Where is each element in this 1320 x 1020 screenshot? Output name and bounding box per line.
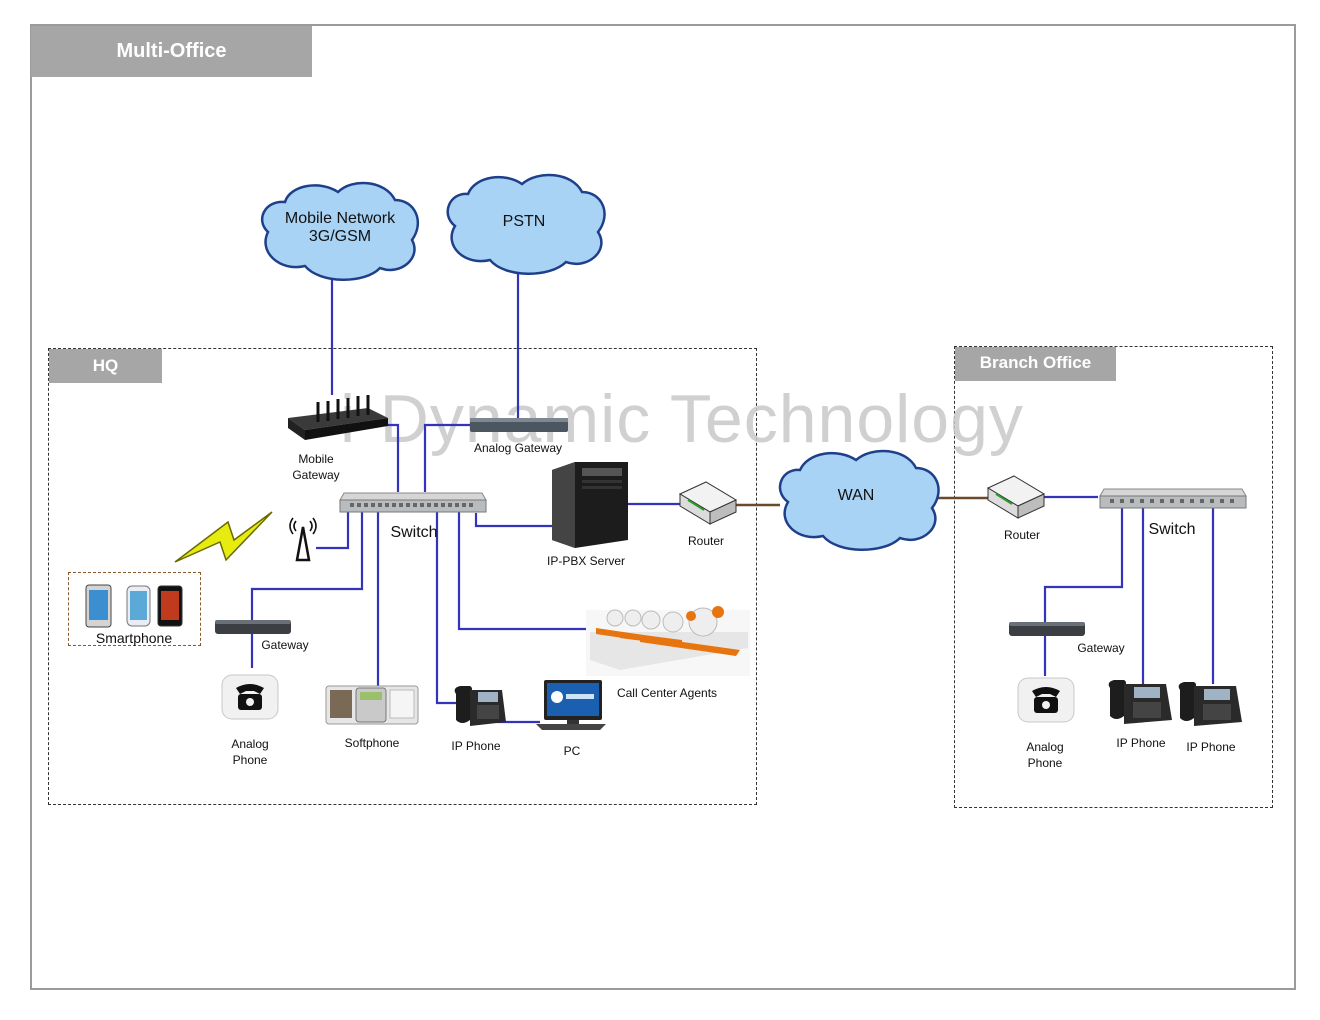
analog-gateway-label: Analog Gateway (473, 441, 563, 455)
mobile-gateway-device (288, 395, 388, 440)
smartphone-group (68, 572, 201, 646)
smartphone-label: Smartphone (95, 630, 173, 646)
branch-zone (954, 346, 1273, 808)
mobile-gateway-label: Mobile Gateway (292, 452, 340, 482)
link-switch-accesspoint (316, 512, 350, 550)
link-mobilegateway-switch (388, 423, 400, 492)
branch-gateway-device (1009, 622, 1085, 636)
wan-links (736, 496, 988, 507)
link-switch-callcenter (457, 512, 588, 631)
branch-router-label: Router (1003, 528, 1041, 542)
smartphones-icon (85, 584, 183, 628)
pc-label: PC (563, 744, 581, 758)
hq-zone-label: HQ (49, 349, 162, 383)
link-switch-ippbx (474, 513, 552, 528)
call-center-agents-label: Call Center Agents (616, 686, 718, 700)
branch-ip-phone-2-icon (1178, 682, 1242, 726)
wireless-access-point-icon (289, 517, 317, 562)
ip-pbx-server-device (552, 462, 628, 548)
branch-analog-phone-label: Analog Phone (1026, 740, 1064, 770)
wan-cloud (778, 449, 940, 551)
branch-router-device (986, 475, 1046, 519)
wan-label: WAN (837, 487, 875, 504)
branch-switch-label: Switch (1148, 521, 1196, 538)
hq-switch-label: Switch (390, 524, 438, 541)
branch-ip-phone-1-label: IP Phone (1116, 736, 1166, 750)
branch-ip-phone-1-icon (1108, 680, 1172, 724)
hq-analog-phone-icon (221, 674, 279, 720)
diagram-title: Multi-Office (31, 26, 312, 77)
softphone-label: Softphone (344, 736, 400, 750)
diagram-frame (30, 24, 1296, 990)
mobile-network-label: Mobile Network 3G/GSM (284, 210, 396, 245)
hq-gateway-label: Gateway (261, 638, 309, 652)
pstn-cloud (446, 173, 606, 275)
hq-gateway-device (215, 620, 291, 634)
link-analoggateway-switch (423, 423, 470, 492)
network-links (250, 266, 1215, 724)
branch-switch-device (1099, 488, 1247, 509)
branch-gateway-label: Gateway (1077, 641, 1125, 655)
pstn-label: PSTN (502, 213, 546, 230)
hq-router-device (678, 481, 738, 525)
hq-switch-device (339, 492, 487, 513)
pc-icon (536, 680, 606, 730)
analog-gateway-device (470, 418, 568, 432)
hq-analog-phone-label: Analog Phone (231, 737, 269, 767)
branch-analog-phone-icon (1017, 677, 1075, 723)
hq-router-label: Router (687, 534, 725, 548)
branch-zone-label: Branch Office (955, 347, 1116, 381)
link-switch-gateway (250, 512, 364, 620)
mobile-network-cloud (261, 181, 420, 281)
softphone-icon (325, 685, 419, 725)
hq-zone (48, 348, 757, 805)
ip-pbx-server-label: IP-PBX Server (546, 554, 626, 568)
watermark: i-Dynamic Technology (340, 381, 1024, 457)
hq-ip-phone-icon (454, 686, 506, 726)
call-center-agents-icon (586, 606, 750, 676)
link-branchswitch-gateway (1043, 508, 1124, 622)
hq-ip-phone-label: IP Phone (451, 739, 501, 753)
branch-ip-phone-2-label: IP Phone (1186, 740, 1236, 754)
wireless-lightning-icon (174, 511, 273, 563)
link-switch-ipphone (435, 512, 456, 705)
